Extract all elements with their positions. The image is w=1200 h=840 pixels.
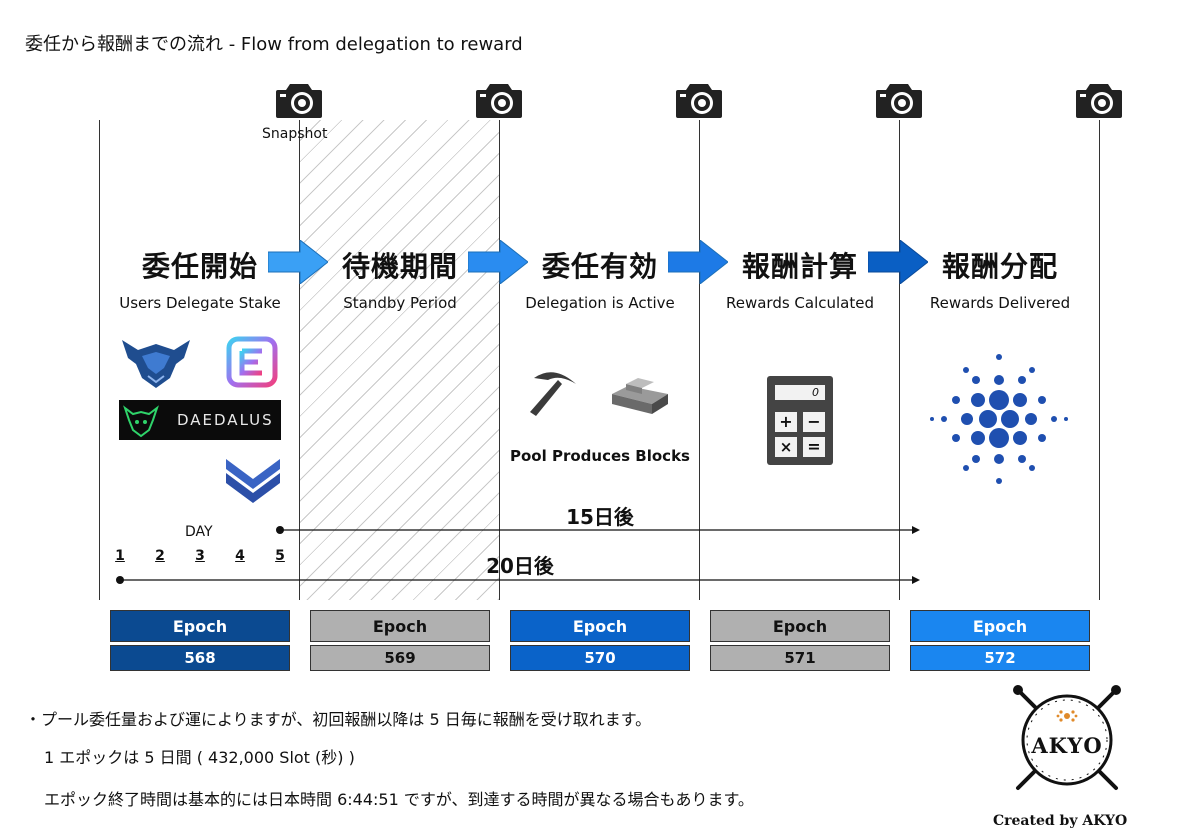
akyo-logo — [1013, 685, 1121, 790]
equals-key: = — [803, 437, 825, 457]
snapshot-label: Snapshot — [262, 126, 328, 142]
span-20-label: 20日後 — [486, 554, 554, 578]
span-15-label: 15日後 — [566, 505, 634, 529]
arrow-head-icon — [912, 576, 920, 584]
pickaxe-icon — [530, 372, 576, 416]
phase-title-en: Delegation is Active — [525, 294, 675, 312]
day-number: 4 — [235, 548, 245, 564]
standby-hatch — [300, 120, 500, 600]
epoch-label: Epoch — [510, 610, 690, 642]
phase-title-jp: 委任開始 — [141, 250, 258, 283]
bull-icon — [123, 405, 159, 438]
minus-key: − — [803, 412, 825, 432]
epoch-label: Epoch — [910, 610, 1090, 642]
calculator-display: 0 — [775, 385, 825, 400]
note-line: エポック終了時間は基本的には日本時間 6:44:51 ですが、到達する時間が異な… — [44, 790, 754, 809]
day-number: 1 — [115, 548, 125, 564]
phase-title-jp: 報酬分配 — [941, 250, 1058, 283]
day-number: 3 — [195, 548, 205, 564]
camera-icon — [876, 84, 922, 118]
wallet-icon — [226, 336, 278, 388]
timeline-line — [299, 120, 300, 600]
page-title: 委任から報酬までの流れ - Flow from delegation to re… — [25, 34, 523, 55]
akyo-logo-text: AKYO — [1031, 733, 1103, 758]
arrow-right-icon — [468, 240, 528, 284]
wallet-icon — [122, 340, 190, 388]
pool-produces-blocks-label: Pool Produces Blocks — [510, 447, 690, 465]
calculator-icon: 0 + − × = — [767, 376, 833, 465]
epoch-label: Epoch — [110, 610, 290, 642]
phase-title-jp: 待機期間 — [341, 250, 458, 283]
epoch-label: Epoch — [310, 610, 490, 642]
phase-title-en: Rewards Delivered — [929, 294, 1071, 312]
camera-icon — [276, 84, 322, 118]
timeline-line — [1099, 120, 1100, 600]
phase-title-en: Users Delegate Stake — [119, 294, 281, 312]
epoch-number: 572 — [910, 645, 1090, 671]
epoch-number: 570 — [510, 645, 690, 671]
epoch-number: 568 — [110, 645, 290, 671]
camera-icon — [476, 84, 522, 118]
timeline-line — [899, 120, 900, 600]
plus-key: + — [775, 412, 797, 432]
timeline-line — [699, 120, 700, 600]
note-line: ・プール委任量および運によりますが、初回報酬以降は 5 日毎に報酬を受け取れます… — [25, 710, 652, 729]
blocks-icon — [612, 378, 668, 414]
epoch-label: Epoch — [710, 610, 890, 642]
arrow-head-icon — [912, 526, 920, 534]
arrow-right-icon — [668, 240, 728, 284]
credit-text: Created by AKYO — [993, 813, 1128, 829]
daedalus-logo: DAEDALUS — [119, 400, 281, 440]
camera-icon — [676, 84, 722, 118]
day-number: 2 — [155, 548, 165, 564]
arrow-right-icon — [868, 240, 928, 284]
phase-title-jp: 報酬計算 — [741, 250, 858, 283]
multiply-key: × — [775, 437, 797, 457]
daedalus-wordmark: DAEDALUS — [177, 411, 274, 429]
cardano-icon — [930, 354, 1068, 484]
wallet-icon — [226, 459, 280, 503]
day-label: DAY — [185, 524, 213, 540]
phase-title-en: Rewards Calculated — [725, 294, 875, 312]
epoch-number: 569 — [310, 645, 490, 671]
arrow-right-icon — [268, 240, 328, 284]
timeline-line — [99, 120, 100, 600]
day-number: 5 — [275, 548, 285, 564]
epoch-number: 571 — [710, 645, 890, 671]
note-line: 1 エポックは 5 日間 ( 432,000 Slot (秒) ) — [44, 748, 355, 767]
timeline-line — [499, 120, 500, 600]
camera-icon — [1076, 84, 1122, 118]
phase-title-jp: 委任有効 — [541, 250, 658, 283]
phase-title-en: Standby Period — [343, 294, 457, 312]
